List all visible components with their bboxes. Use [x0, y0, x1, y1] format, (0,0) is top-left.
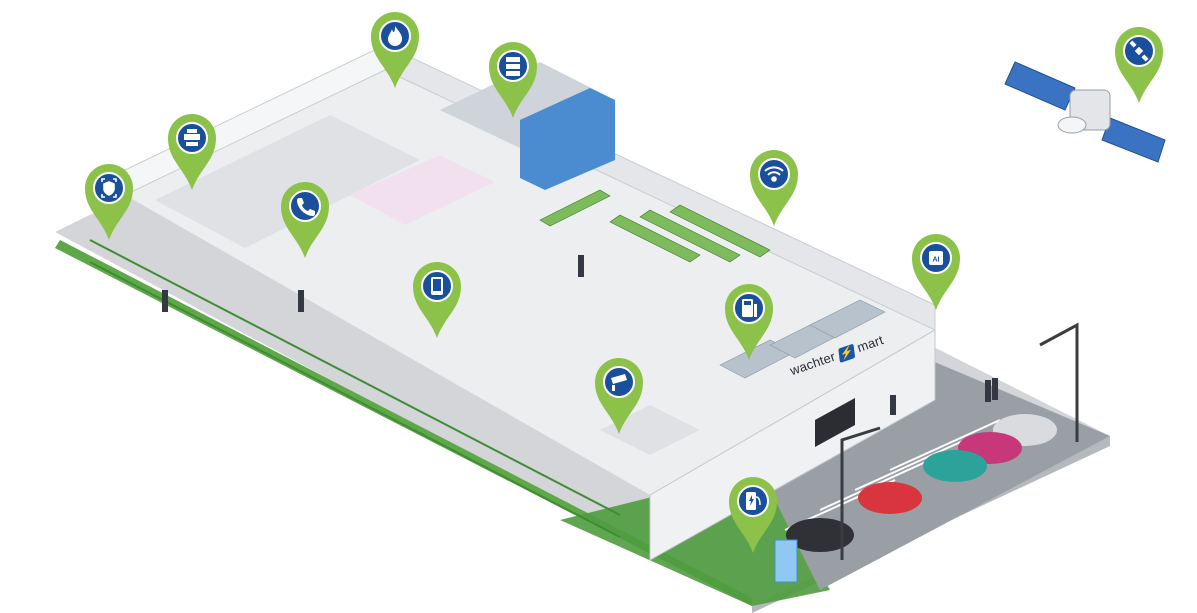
ai-pin[interactable]: AI	[910, 232, 962, 312]
satellite-pin[interactable]	[1113, 25, 1165, 105]
street-lamps	[840, 322, 1079, 560]
checkout-counters	[719, 299, 886, 379]
pos-terminal-icon	[742, 299, 757, 317]
store-front-wall	[649, 329, 936, 561]
server-room	[440, 62, 615, 148]
ev-charging-pin[interactable]	[727, 475, 779, 555]
parked-cars	[786, 414, 1057, 552]
satellite-illustration	[1004, 61, 1166, 163]
ai-chip-icon: AI	[929, 251, 943, 265]
tablet-icon	[431, 277, 443, 295]
fence	[89, 239, 621, 538]
ev-charger-icon	[746, 492, 761, 510]
it-room-blue	[520, 88, 615, 190]
wifi-icon	[764, 166, 784, 182]
charging-station	[774, 539, 798, 583]
server-rack-pin[interactable]	[487, 40, 539, 120]
cctv-pin[interactable]	[593, 356, 645, 436]
equipment-room-pin[interactable]	[166, 112, 218, 192]
voip-pin[interactable]	[279, 180, 331, 260]
restroom	[350, 155, 495, 225]
shield-camera-icon	[101, 178, 117, 198]
digital-signage-pin[interactable]	[411, 260, 463, 340]
svg-text:AI: AI	[933, 257, 940, 264]
entrance-doors	[815, 398, 855, 447]
people	[162, 255, 998, 415]
server-rack-icon	[506, 57, 520, 76]
server-printer-icon	[184, 129, 200, 146]
cctv-camera-icon	[611, 374, 627, 391]
shelving-rows	[539, 189, 771, 263]
flame-icon	[388, 26, 402, 46]
fire-safety-pin[interactable]	[369, 10, 421, 90]
warehouse-room	[155, 115, 420, 248]
wifi-pin[interactable]	[748, 148, 800, 228]
pos-pin[interactable]	[723, 282, 775, 362]
security-pin[interactable]	[83, 162, 135, 242]
phone-call-icon	[297, 198, 315, 216]
